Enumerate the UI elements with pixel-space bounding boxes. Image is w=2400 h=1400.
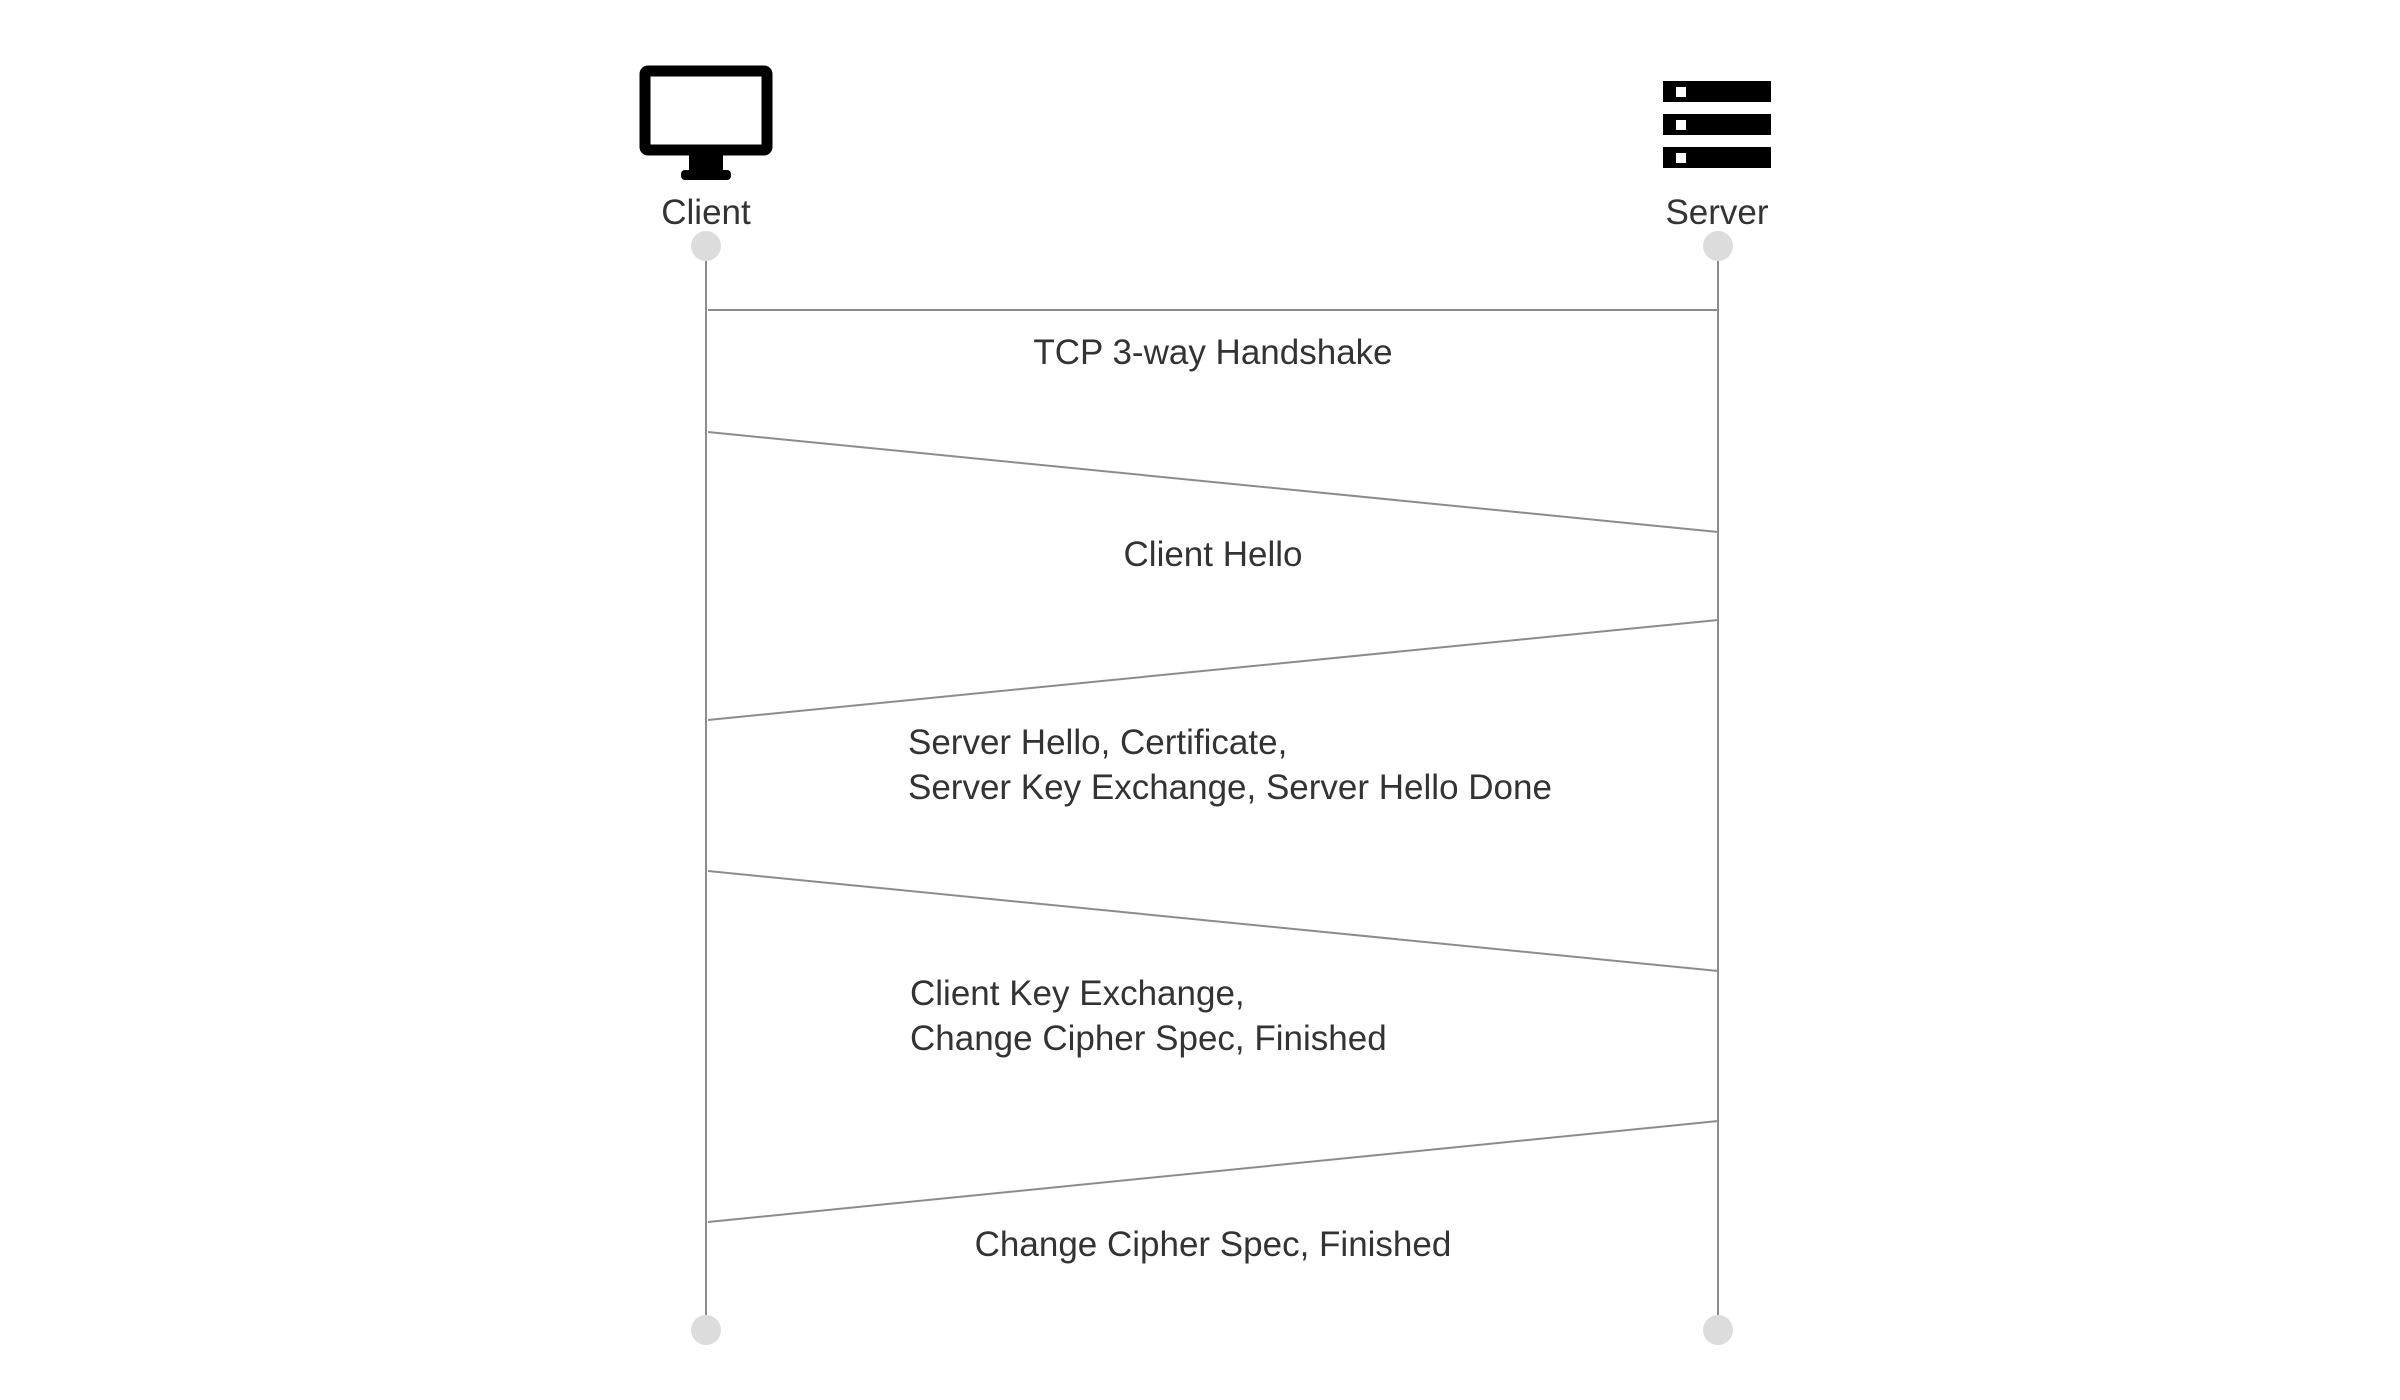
server-rack-icon bbox=[1663, 81, 1771, 168]
message-label-client-key-exchange-line-2: Change Cipher Spec, Finished bbox=[910, 1019, 1387, 1058]
message-label-client-hello: Client Hello bbox=[1124, 535, 1303, 574]
server-label: Server bbox=[1665, 193, 1768, 232]
server-lifeline-start-dot bbox=[1703, 231, 1733, 261]
message-label-tcp-handshake: TCP 3-way Handshake bbox=[1033, 333, 1392, 372]
message-line-server-finished bbox=[707, 1120, 1719, 1223]
monitor-icon bbox=[639, 65, 773, 180]
client-label: Client bbox=[661, 193, 751, 232]
message-label-server-hello-line-1: Server Hello, Certificate, bbox=[908, 723, 1287, 762]
client-lifeline-end-dot bbox=[691, 1315, 721, 1345]
message-label-server-finished: Change Cipher Spec, Finished bbox=[975, 1225, 1452, 1264]
message-label-server-hello-line-2: Server Key Exchange, Server Hello Done bbox=[908, 768, 1552, 807]
message-line-client-key-exchange bbox=[707, 870, 1719, 972]
message-line-client-hello bbox=[707, 431, 1719, 533]
message-line-server-hello bbox=[707, 619, 1719, 721]
client-lifeline-start-dot bbox=[691, 231, 721, 261]
server-lifeline-end-dot bbox=[1703, 1315, 1733, 1345]
message-label-client-key-exchange-line-1: Client Key Exchange, bbox=[910, 974, 1245, 1013]
